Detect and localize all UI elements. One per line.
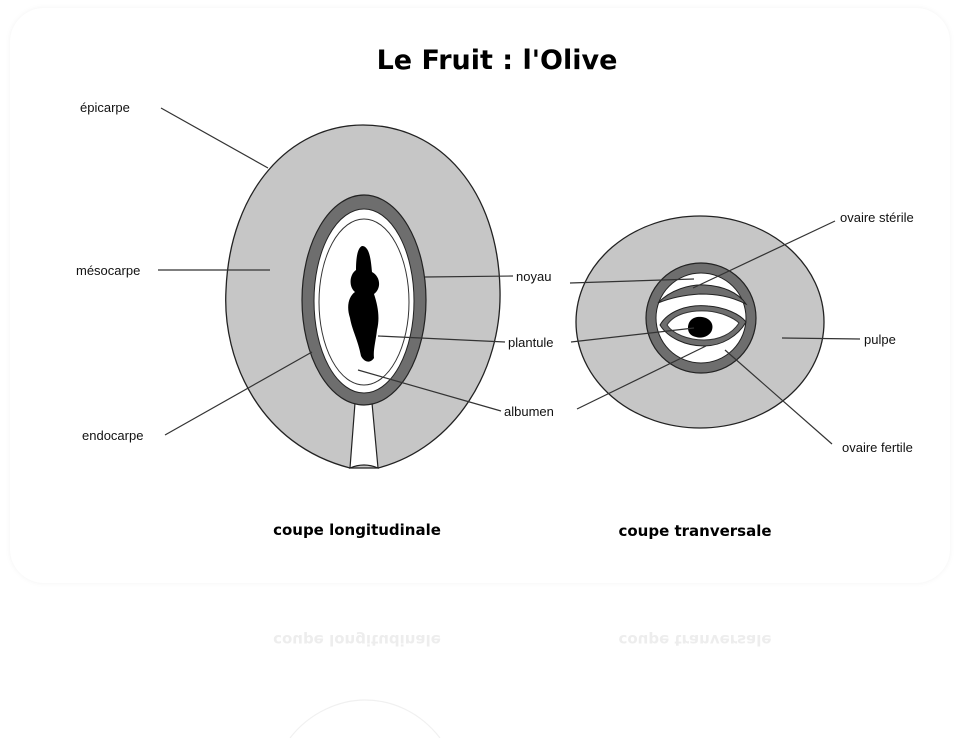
page-title: Le Fruit : l'Olive [377,45,618,76]
label-ovaire-sterile: ovaire stérile [840,210,914,225]
label-ovaire-fertile: ovaire fertile [842,440,913,455]
label-plantule: plantule [508,335,554,350]
caption-longitudinal: coupe longitudinale [273,521,441,539]
caption-transversal: coupe tranversale [618,522,771,540]
label-albumen: albumen [504,404,554,419]
label-pulpe: pulpe [864,332,896,347]
caption-longitudinal-reflection: coupe longitudinale [273,631,441,649]
embryo-trans [688,317,713,338]
longitudinal-section [226,125,500,468]
label-mesocarpe: mésocarpe [76,263,140,278]
transverse-section [576,216,824,428]
mirror-reflection: coupe longitudinale coupe tranversale [273,631,771,738]
label-epicarpe: épicarpe [80,100,130,115]
label-noyau: noyau [516,269,551,284]
olive-outline-reflection [290,700,440,738]
caption-transversal-reflection: coupe tranversale [618,631,771,649]
label-endocarpe: endocarpe [82,428,143,443]
